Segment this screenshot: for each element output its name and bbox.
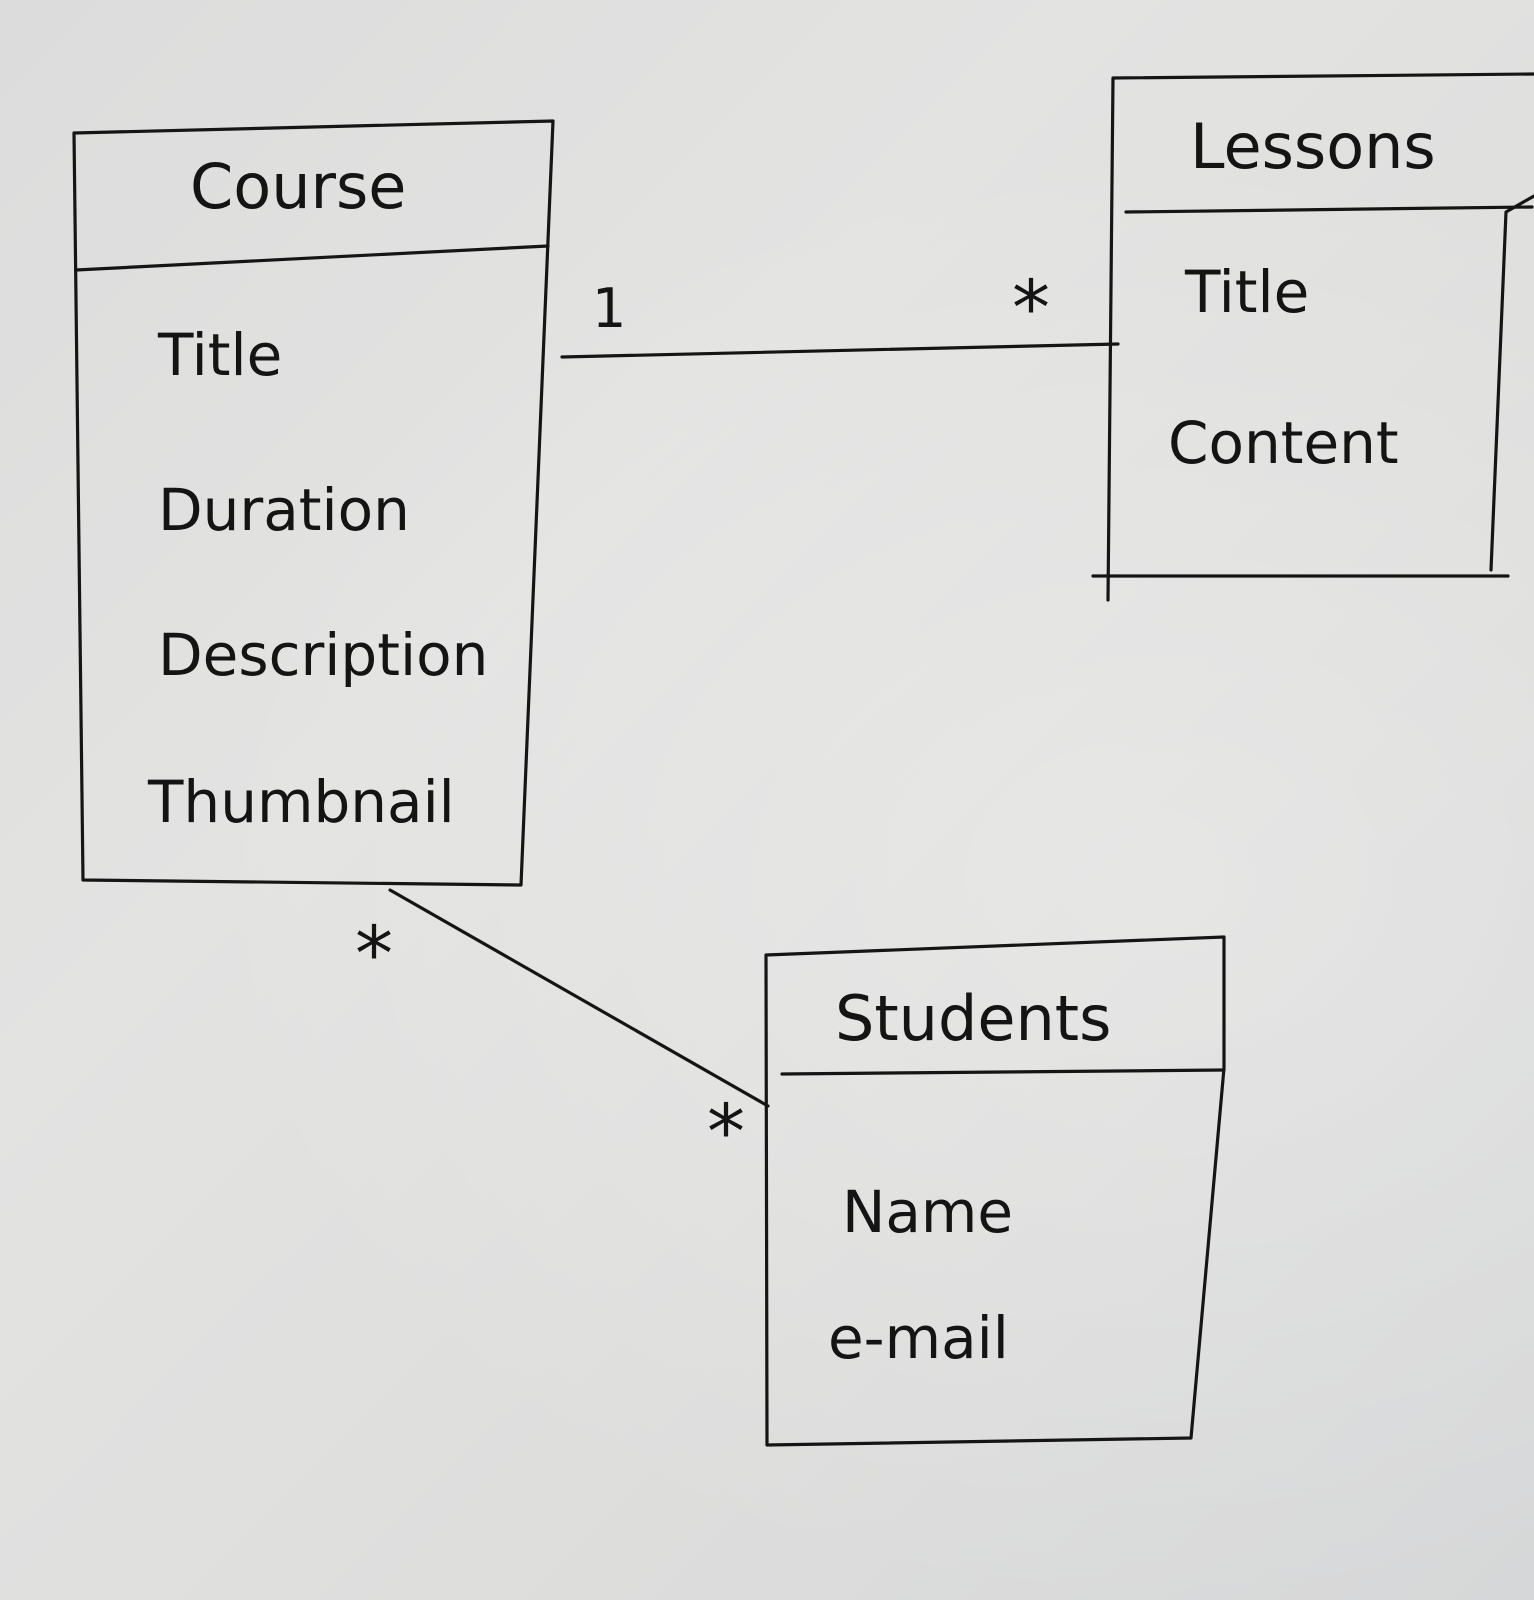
course-students-from-multiplicity: *	[355, 909, 393, 998]
students-title: Students	[835, 982, 1111, 1055]
lessons-title: Lessons	[1190, 110, 1436, 183]
course-attr-description: Description	[158, 621, 488, 689]
relationship-course-lessons[interactable]: 1 *	[560, 263, 1120, 359]
students-attr-name: Name	[842, 1178, 1013, 1246]
course-title: Course	[190, 150, 406, 223]
course-lessons-from-multiplicity: 1	[592, 277, 626, 340]
lessons-header-divider	[1124, 205, 1534, 214]
course-attr-thumbnail: Thumbnail	[147, 768, 455, 836]
entity-students[interactable]: Students Name e-mail	[764, 935, 1226, 1447]
course-lessons-to-multiplicity: *	[1012, 263, 1050, 352]
relationship-course-students[interactable]: * *	[355, 888, 770, 1176]
students-attr-email: e-mail	[828, 1304, 1009, 1372]
entity-lessons[interactable]: Lessons Title Content	[1091, 72, 1534, 602]
course-attr-title: Title	[157, 321, 282, 389]
course-students-line	[388, 888, 770, 1108]
students-box	[764, 935, 1226, 1447]
lessons-attr-content: Content	[1168, 409, 1399, 477]
course-box	[72, 119, 555, 887]
course-header-divider	[74, 244, 550, 272]
lessons-attr-title: Title	[1184, 258, 1309, 326]
course-students-to-multiplicity: *	[707, 1087, 745, 1176]
students-header-divider	[780, 1068, 1226, 1076]
entity-course[interactable]: Course Title Duration Description Thumbn…	[72, 119, 555, 887]
course-lessons-line	[560, 342, 1120, 359]
lessons-box	[1091, 72, 1534, 602]
course-attr-duration: Duration	[158, 476, 410, 544]
